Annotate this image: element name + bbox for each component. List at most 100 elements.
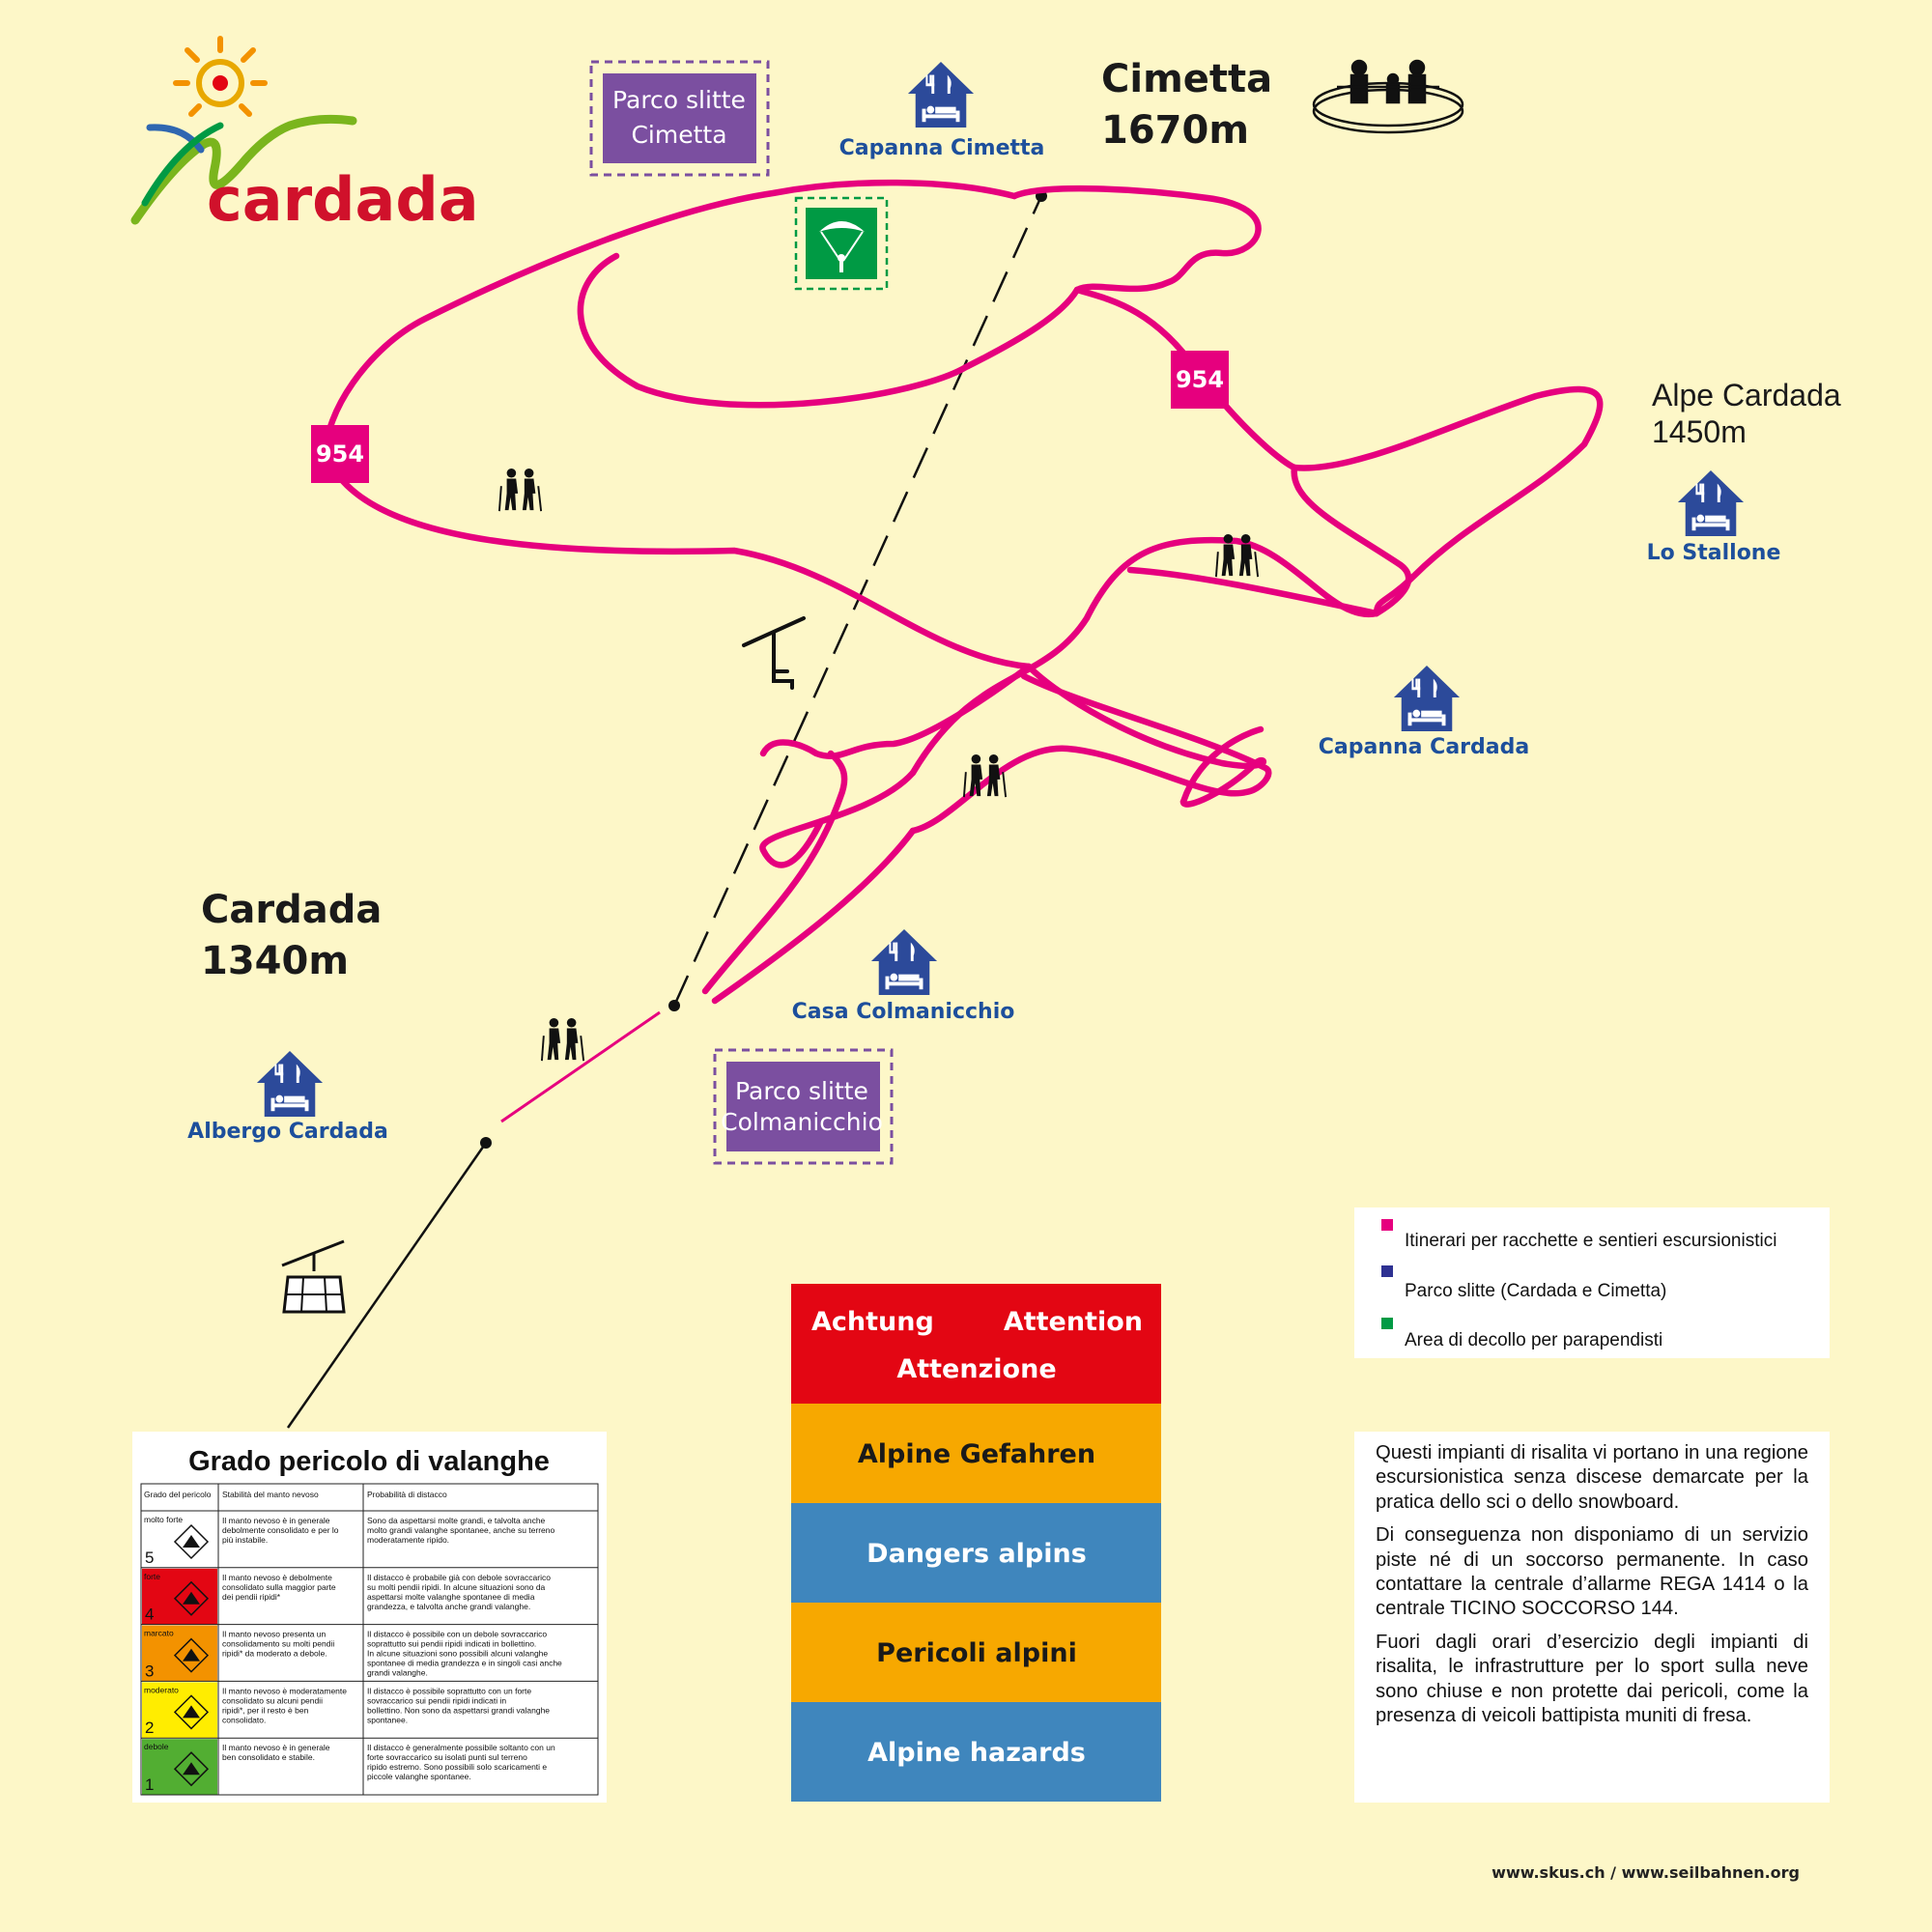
warning-row-label: Dangers alpins [867,1539,1087,1569]
svg-text:1: 1 [145,1776,154,1794]
svg-text:bollettino. Non sono da aspett: bollettino. Non sono da aspettarsi grand… [367,1705,550,1715]
svg-text:forte: forte [144,1572,160,1581]
restaurant-hut-icon [1393,665,1461,732]
svg-text:Il distacco è probabile già co: Il distacco è probabile già con debole s… [367,1573,551,1582]
svg-text:3: 3 [145,1662,154,1680]
warning-row-label: Pericoli alpini [876,1638,1077,1668]
svg-text:forte sovraccarico su isolati: forte sovraccarico su isolati punti sul … [367,1752,527,1762]
svg-text:Il manto nevoso è moderatament: Il manto nevoso è moderatamente [222,1686,347,1695]
svg-text:ripido estremo. Sono possibili: ripido estremo. Sono possibili solo scar… [367,1762,547,1772]
warning-panel: Achtung Attention Attenzione Alpine Gefa… [791,1284,1161,1802]
restaurant-hut-icon [907,61,975,128]
restaurant-hut-icon [1677,469,1745,537]
svg-text:moderatamente ripido.: moderatamente ripido. [367,1535,449,1545]
logo-text: cardada [207,164,479,235]
svg-text:Grado pericolo di valanghe: Grado pericolo di valanghe [188,1446,550,1477]
svg-text:Itinerari per racchette e sent: Itinerari per racchette e sentieri escur… [1405,1231,1776,1251]
svg-text:dei pendii ripidi*: dei pendii ripidi* [222,1592,281,1602]
danger-level-icon [173,1523,210,1560]
svg-text:soprattutto sui pendii ripidi: soprattutto sui pendii ripidi indicati i… [367,1639,536,1649]
warning-row-bg [791,1702,1161,1802]
svg-text:5: 5 [145,1548,154,1567]
info-paragraph-3: Fuori dagli orari d’esercizio degli impi… [1376,1631,1808,1727]
svg-text:Attention: Attention [1004,1307,1143,1337]
avalanche-level-row: forte 4 Il manto nevoso è debolmenteconsol… [142,1568,551,1625]
svg-text:consolidamento su molti pendii: consolidamento su molti pendii [222,1639,334,1649]
cable-station-lower [480,1137,492,1149]
hut-capanna-cardada: Capanna Cardada [1319,665,1529,759]
warning-row-label: Alpine hazards [867,1738,1086,1768]
svg-text:2: 2 [145,1719,154,1737]
svg-text:marcato: marcato [144,1629,174,1638]
danger-level-icon [173,1694,210,1730]
svg-text:Area di decollo per parapendis: Area di decollo per parapendisti [1405,1330,1662,1350]
svg-text:aspettarsi molte valanghe spon: aspettarsi molte valanghe spontanee di m… [367,1592,535,1602]
paraglide-area [794,196,889,291]
cimetta-name: Cimetta [1101,57,1272,101]
chairlift-station-lower [668,1000,680,1011]
connecting-trail [500,1010,661,1123]
chairlift-line [672,195,1043,1007]
cimetta-altitude: 1670m [1101,108,1249,153]
svg-text:Stabilità del manto nevoso: Stabilità del manto nevoso [222,1490,319,1499]
sled-park-cimetta: Parco slitte Cimetta [589,60,770,177]
hut-lo-stallone: Lo Stallone [1647,469,1780,565]
svg-text:Il distacco è generalmente pos: Il distacco è generalmente possibile sol… [367,1743,555,1752]
svg-text:su molti pendii ripidi. In alc: su molti pendii ripidi. In alcune situaz… [367,1582,546,1592]
svg-text:debolmente consolidato e per l: debolmente consolidato e per lo [222,1525,339,1535]
cardada-logo: cardada [130,36,479,235]
svg-text:moderato: moderato [144,1685,179,1694]
danger-level-icon [173,1751,210,1787]
hut-casa-colmanicchio: Casa Colmanicchio [792,928,1015,1024]
svg-text:ripidi* da moderato a debole.: ripidi* da moderato a debole. [222,1649,327,1659]
hiker-icon [497,468,543,513]
danger-level-icon [173,1637,210,1673]
svg-text:consolidato.: consolidato. [222,1715,266,1724]
restaurant-hut-icon [256,1050,324,1118]
svg-text:Il distacco è possibile con un: Il distacco è possibile con un debole so… [367,1630,547,1639]
svg-text:molto grandi valanghe spontane: molto grandi valanghe spontanee, anche s… [367,1525,554,1535]
svg-text:Capanna Cimetta: Capanna Cimetta [839,136,1045,160]
info-text-box: Questi impianti di risalita vi portano i… [1354,1432,1830,1803]
route-badge: 954 [311,425,369,483]
footer-urls: www.skus.ch / www.seilbahnen.org [1492,1863,1800,1882]
danger-level-icon [173,1580,210,1616]
svg-text:Colmanicchio: Colmanicchio [721,1108,883,1136]
svg-text:consolidato sulla maggior part: consolidato sulla maggior parte [222,1582,336,1592]
avalanche-table: Grado pericolo di valanghe Grado del per… [132,1432,607,1803]
svg-text:Cimetta: Cimetta [631,121,726,149]
svg-text:954: 954 [316,440,364,468]
svg-text:In alcune situazioni sono poss: In alcune situazioni sono possibili alcu… [367,1649,548,1659]
svg-text:piccole valanghe spontanee.: piccole valanghe spontanee. [367,1772,471,1781]
svg-text:spontanee di media grandezza e: spontanee di media grandezza e in singol… [367,1659,562,1668]
hut-albergo-cardada: Albergo Cardada [187,1050,388,1144]
svg-text:Capanna Cardada: Capanna Cardada [1319,735,1529,759]
warning-row-bg [791,1503,1161,1603]
info-paragraph-2: Di conseguenza non disponiamo di un serv… [1376,1524,1808,1620]
cardada-altitude: 1340m [201,939,349,983]
svg-text:ben consolidato e stabile.: ben consolidato e stabile. [222,1752,315,1762]
avalanche-level-row: debole 1 Il manto nevoso è in generaleben … [142,1739,555,1795]
svg-text:Il manto nevoso è in generale: Il manto nevoso è in generale [222,1516,330,1525]
warning-row-label: Alpine Gefahren [858,1439,1095,1469]
paraglider-icon [819,221,865,272]
cardada-name: Cardada [201,888,382,932]
svg-text:4: 4 [145,1605,154,1624]
svg-text:grandi valanghe.: grandi valanghe. [367,1668,428,1678]
svg-text:più instabile.: più instabile. [222,1535,268,1545]
svg-text:Casa Colmanicchio: Casa Colmanicchio [792,1000,1015,1024]
svg-text:debole: debole [144,1742,169,1751]
svg-text:consolidato su alcuni pendii: consolidato su alcuni pendii [222,1695,323,1705]
svg-text:Il manto nevoso è in generale: Il manto nevoso è in generale [222,1743,330,1752]
sled-park-colmanicchio: Parco slitte Colmanicchio [713,1048,894,1165]
svg-text:Sono da aspettarsi molte grand: Sono da aspettarsi molte grandi, e talvo… [367,1516,546,1525]
hut-capanna-cimetta: Capanna Cimetta [839,61,1045,160]
svg-text:Il manto nevoso è debolmente: Il manto nevoso è debolmente [222,1573,332,1582]
svg-text:Attenzione: Attenzione [896,1354,1056,1384]
route-badge: 954 [1171,351,1229,409]
warning-row-bg [791,1603,1161,1702]
svg-text:spontanee.: spontanee. [367,1715,408,1724]
